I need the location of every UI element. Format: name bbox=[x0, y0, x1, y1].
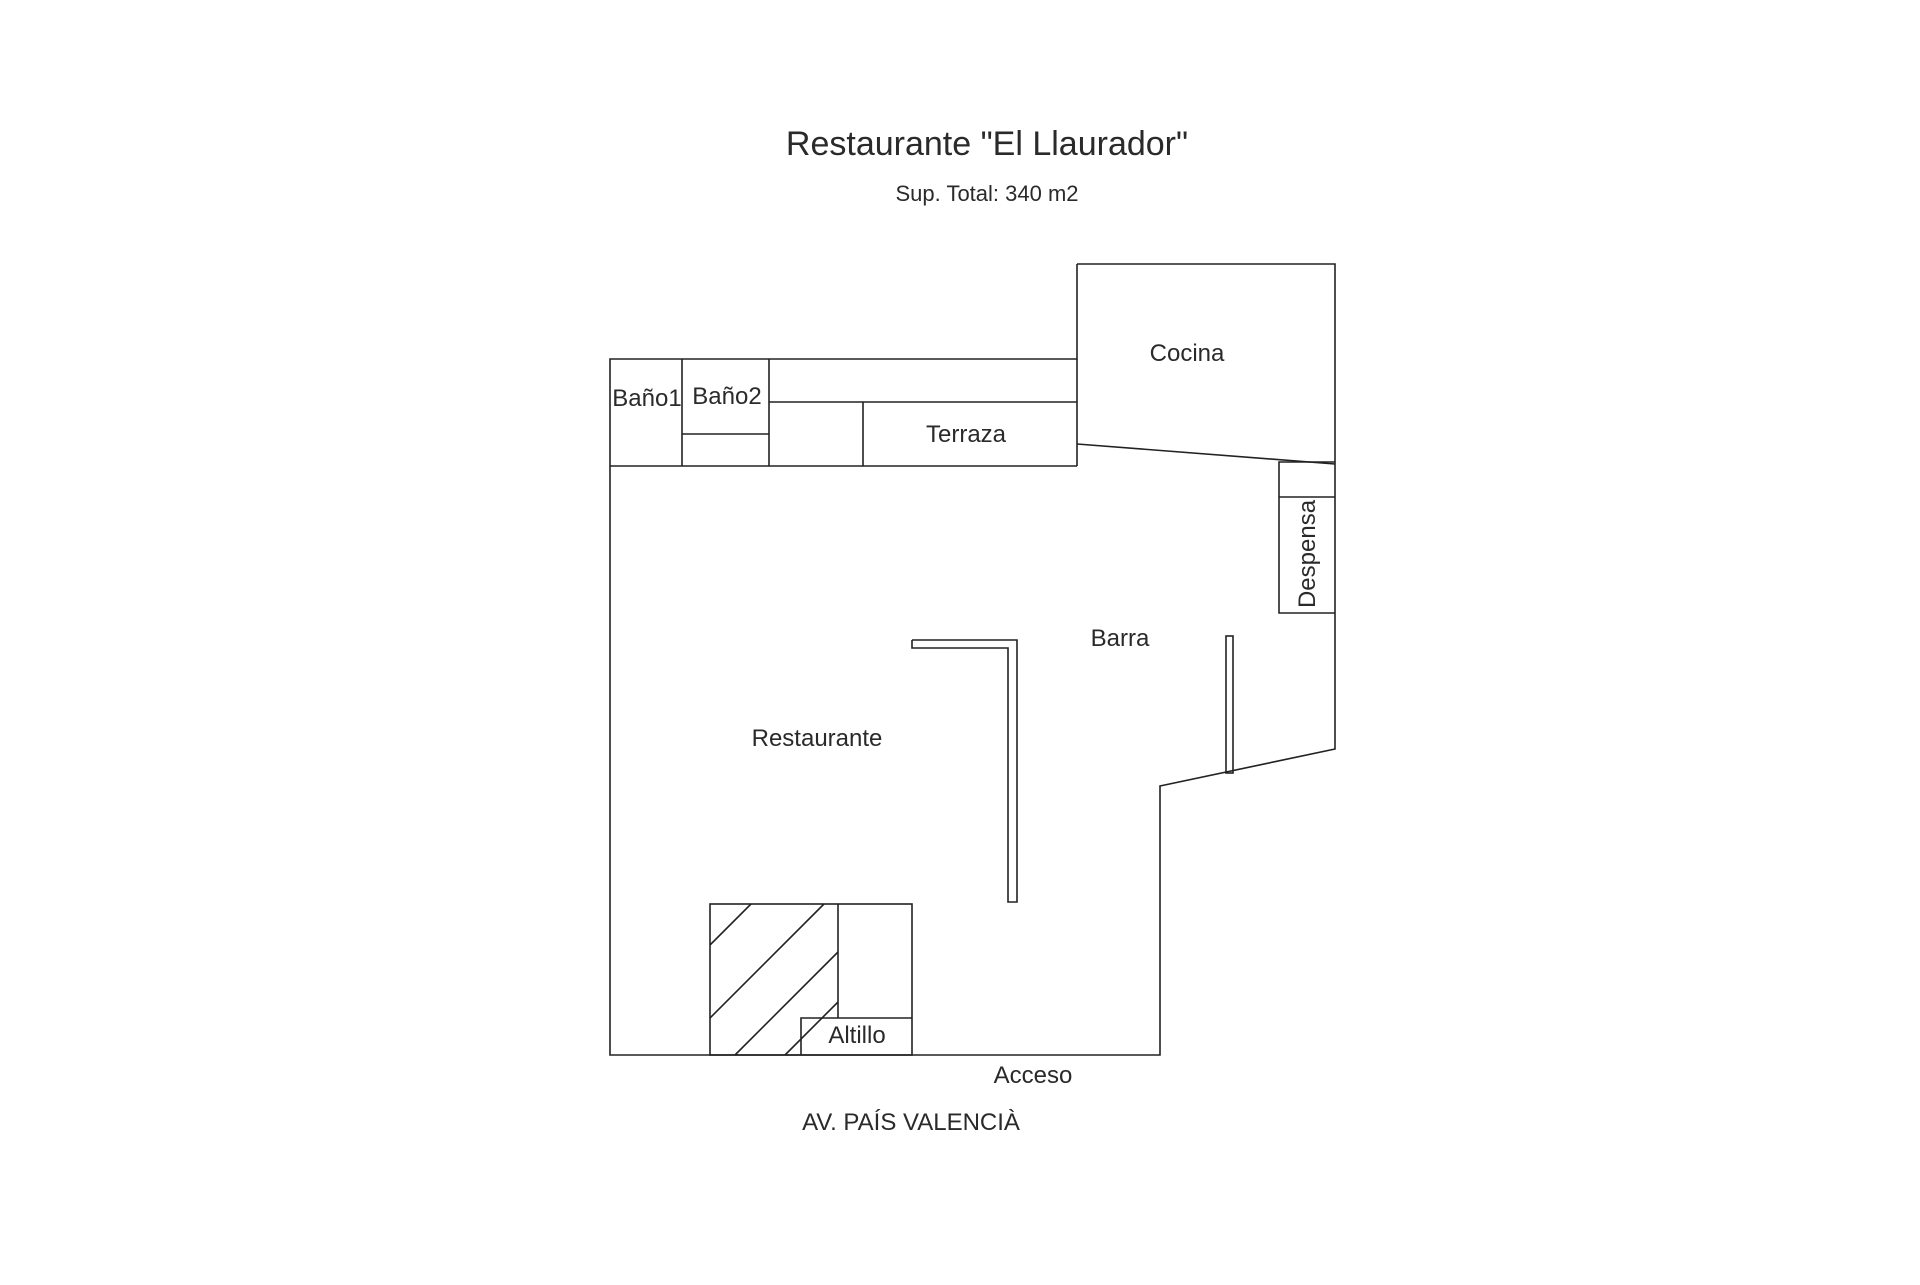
plan-title: Restaurante "El Llaurador" bbox=[786, 125, 1188, 163]
room-label-cocina: Cocina bbox=[1150, 340, 1225, 367]
pantry-wall bbox=[1278, 461, 1335, 614]
room-label-bano2: Baño2 bbox=[692, 383, 761, 410]
outer-wall bbox=[609, 263, 1336, 1056]
altillo-label-box bbox=[800, 1017, 912, 1055]
bar-counter bbox=[911, 639, 1018, 903]
room-label-despensa: Despensa bbox=[1294, 499, 1321, 608]
bar-partition bbox=[1225, 635, 1234, 774]
entrance-label: Acceso bbox=[994, 1062, 1073, 1089]
plan-subtitle: Sup. Total: 340 m2 bbox=[895, 181, 1078, 206]
altillo-hatch bbox=[709, 903, 839, 1056]
street-label: AV. PAÍS VALENCIÀ bbox=[802, 1109, 1020, 1136]
kitchen-wall bbox=[1076, 443, 1336, 465]
altillo-outline bbox=[709, 903, 913, 1056]
room-label-terraza: Terraza bbox=[926, 421, 1007, 448]
room-label-restaurante: Restaurante bbox=[752, 725, 883, 752]
room-label-barra: Barra bbox=[1091, 625, 1150, 652]
room-label-bano1: Baño1 bbox=[612, 385, 681, 412]
room-label-altillo: Altillo bbox=[828, 1022, 885, 1049]
